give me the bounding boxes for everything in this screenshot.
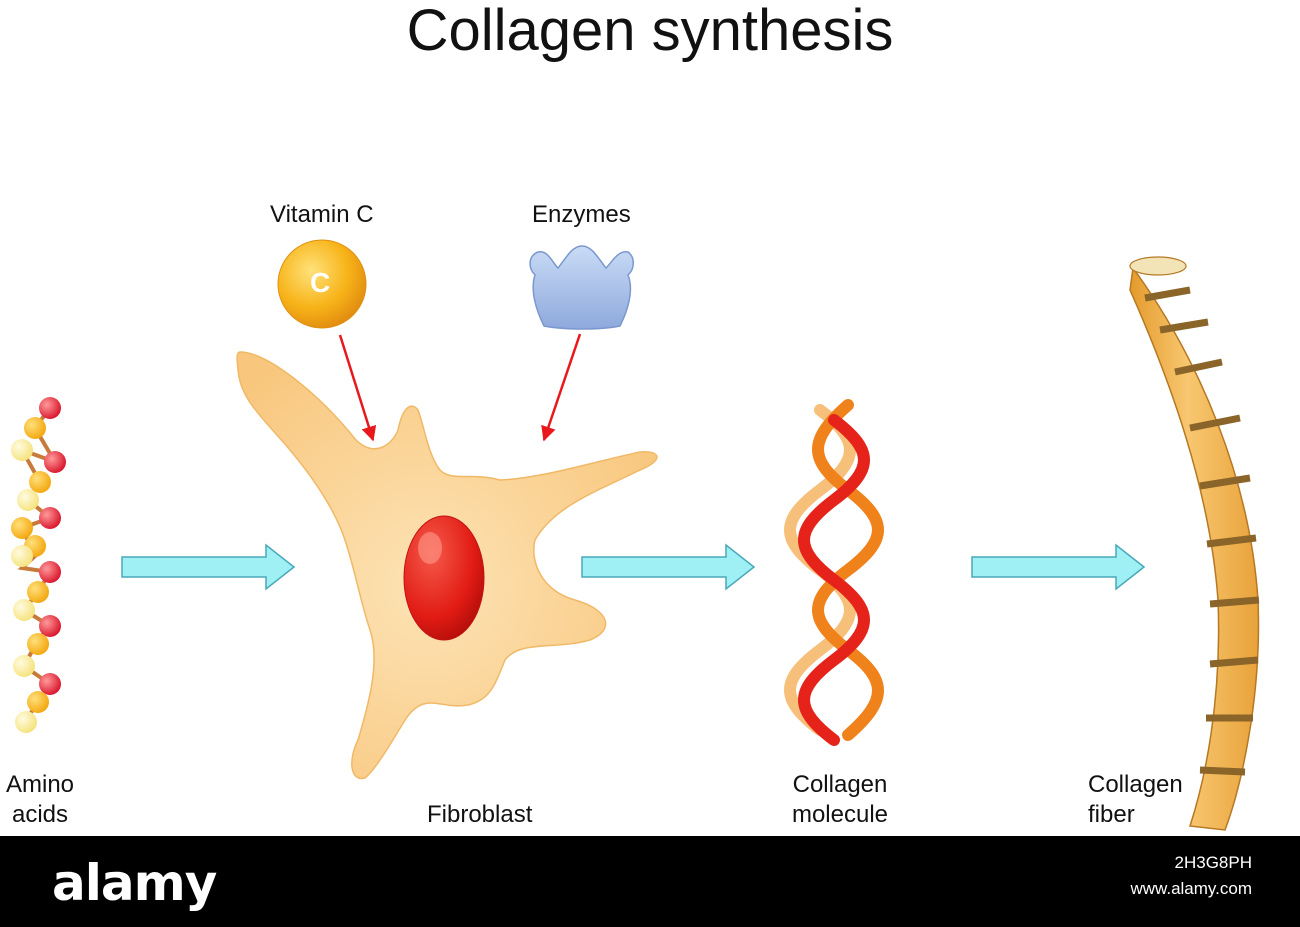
enzymes-pointer-arrow <box>541 333 582 442</box>
amino-acids-label-line2: acids <box>11 801 69 828</box>
collagen-fiber-label-line1: Collagen <box>1088 771 1183 798</box>
collagen-molecule-label-line2: molecule <box>791 801 889 828</box>
vitamin-c-pointer-arrow <box>338 334 377 442</box>
page-title: Collagen synthesis <box>406 0 894 63</box>
collagen-fiber-label-line2: fiber <box>1088 801 1135 828</box>
collagen-molecule-label: Collagen molecule <box>780 770 900 830</box>
collagen-molecule-helix <box>784 399 884 746</box>
collagen-fiber-label: Collagen fiber <box>1088 770 1183 830</box>
image-id: 2H3G8PH <box>1174 853 1252 872</box>
collagen-fiber <box>1129 256 1260 831</box>
process-arrow-3 <box>971 543 1146 591</box>
fibroblast-label: Fibroblast <box>427 801 533 828</box>
amino-acids-label-line1: Amino <box>5 771 75 798</box>
vitamin-c-label: Vitamin C <box>270 201 374 228</box>
amino-acids-label: Amino acids <box>0 770 80 830</box>
brand-logo: alamy <box>52 854 217 912</box>
process-arrow-2 <box>581 543 756 591</box>
watermark-footer: alamy 2H3G8PH www.alamy.com <box>0 836 1300 927</box>
enzyme-molecule <box>529 245 634 330</box>
fibroblast-cell <box>236 351 658 780</box>
vitamin-c-molecule <box>277 239 367 329</box>
process-arrow-1 <box>121 543 296 591</box>
collagen-molecule-label-line1: Collagen <box>792 771 888 798</box>
enzymes-label: Enzymes <box>532 201 631 228</box>
vitamin-c-symbol: C <box>310 267 331 298</box>
source-url: www.alamy.com <box>1130 879 1252 898</box>
amino-acid-chain <box>11 397 66 733</box>
